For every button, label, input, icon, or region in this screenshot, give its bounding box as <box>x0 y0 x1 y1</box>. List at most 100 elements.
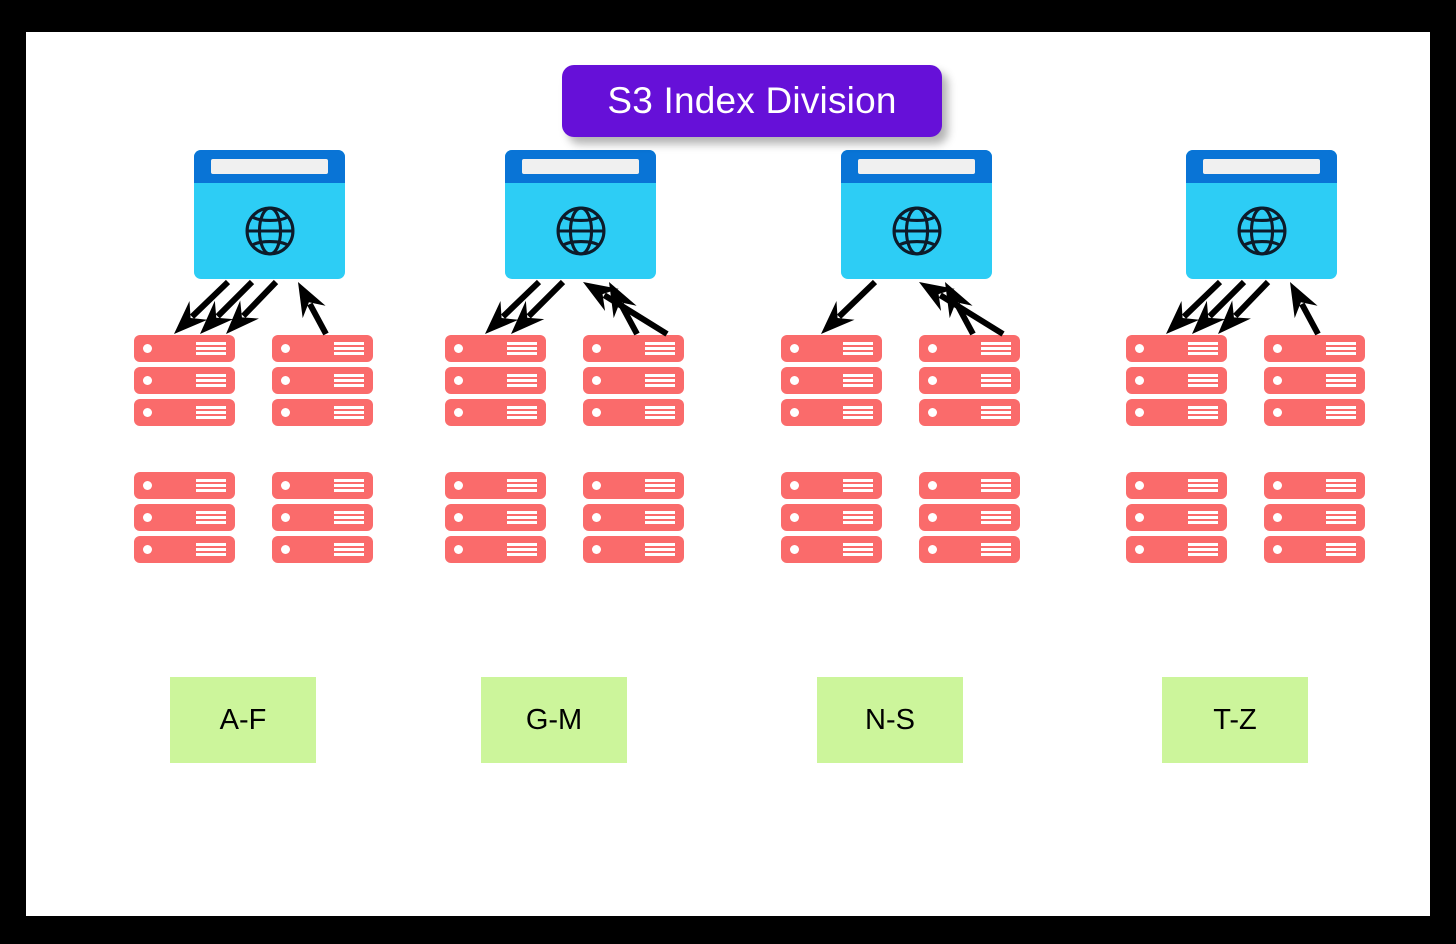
server-icon[interactable] <box>272 367 373 394</box>
browser-globe-icon[interactable] <box>194 150 345 279</box>
server-vents-icon <box>645 543 675 556</box>
server-vents-icon <box>1326 406 1356 419</box>
stack-top-left[interactable] <box>134 335 235 431</box>
stack-bottom-right[interactable] <box>919 472 1020 568</box>
server-icon[interactable] <box>1264 504 1365 531</box>
server-icon[interactable] <box>272 472 373 499</box>
browser-address-bar[interactable] <box>1203 159 1320 174</box>
server-icon[interactable] <box>1126 472 1227 499</box>
globe-icon <box>1237 206 1286 256</box>
server-icon[interactable] <box>1126 367 1227 394</box>
page-title: S3 Index Division <box>607 80 897 121</box>
server-icon[interactable] <box>134 472 235 499</box>
server-icon[interactable] <box>919 335 1020 362</box>
server-status-dot-icon <box>790 376 799 385</box>
range-label-box[interactable]: T-Z <box>1162 677 1308 763</box>
stack-top-right[interactable] <box>272 335 373 431</box>
server-icon[interactable] <box>583 504 684 531</box>
globe-icon <box>892 206 941 256</box>
server-icon[interactable] <box>1126 504 1227 531</box>
server-status-dot-icon <box>928 545 937 554</box>
stack-top-left[interactable] <box>781 335 882 431</box>
server-icon[interactable] <box>781 472 882 499</box>
server-icon[interactable] <box>919 504 1020 531</box>
server-icon[interactable] <box>272 335 373 362</box>
stack-bottom-left[interactable] <box>1126 472 1227 568</box>
server-icon[interactable] <box>445 367 546 394</box>
browser-address-bar[interactable] <box>522 159 639 174</box>
server-vents-icon <box>843 342 873 355</box>
server-icon[interactable] <box>445 504 546 531</box>
server-icon[interactable] <box>583 472 684 499</box>
server-icon[interactable] <box>134 536 235 563</box>
server-icon[interactable] <box>919 472 1020 499</box>
stack-top-right[interactable] <box>583 335 684 431</box>
server-icon[interactable] <box>919 536 1020 563</box>
server-icon[interactable] <box>583 399 684 426</box>
server-icon[interactable] <box>781 335 882 362</box>
server-icon[interactable] <box>272 536 373 563</box>
server-status-dot-icon <box>592 513 601 522</box>
stack-bottom-left[interactable] <box>445 472 546 568</box>
browser-globe-icon[interactable] <box>841 150 992 279</box>
server-icon[interactable] <box>781 504 882 531</box>
server-icon[interactable] <box>134 399 235 426</box>
range-label-box[interactable]: N-S <box>817 677 963 763</box>
server-icon[interactable] <box>583 367 684 394</box>
stack-bottom-right[interactable] <box>583 472 684 568</box>
browser-globe-icon[interactable] <box>505 150 656 279</box>
stack-top-left[interactable] <box>445 335 546 431</box>
server-icon[interactable] <box>1264 472 1365 499</box>
range-label-box[interactable]: A-F <box>170 677 316 763</box>
browser-address-bar[interactable] <box>858 159 975 174</box>
range-label-box[interactable]: G-M <box>481 677 627 763</box>
server-vents-icon <box>981 479 1011 492</box>
server-icon[interactable] <box>919 367 1020 394</box>
server-status-dot-icon <box>928 513 937 522</box>
server-icon[interactable] <box>445 536 546 563</box>
server-icon[interactable] <box>272 504 373 531</box>
server-icon[interactable] <box>1264 536 1365 563</box>
server-icon[interactable] <box>781 536 882 563</box>
browser-globe-icon[interactable] <box>1186 150 1337 279</box>
server-status-dot-icon <box>143 376 152 385</box>
server-icon[interactable] <box>1264 367 1365 394</box>
group-g-m: G-M <box>435 32 775 916</box>
browser-address-bar[interactable] <box>211 159 328 174</box>
server-icon[interactable] <box>445 472 546 499</box>
server-icon[interactable] <box>1126 335 1227 362</box>
server-icon[interactable] <box>272 399 373 426</box>
server-vents-icon <box>507 543 537 556</box>
server-icon[interactable] <box>583 335 684 362</box>
server-icon[interactable] <box>134 367 235 394</box>
server-icon[interactable] <box>583 536 684 563</box>
server-icon[interactable] <box>1126 399 1227 426</box>
server-vents-icon <box>196 511 226 524</box>
server-vents-icon <box>645 479 675 492</box>
server-icon[interactable] <box>1264 335 1365 362</box>
stack-bottom-right[interactable] <box>272 472 373 568</box>
server-status-dot-icon <box>790 545 799 554</box>
stack-top-left[interactable] <box>1126 335 1227 431</box>
stack-bottom-right[interactable] <box>1264 472 1365 568</box>
server-status-dot-icon <box>281 344 290 353</box>
server-icon[interactable] <box>781 399 882 426</box>
stack-top-right[interactable] <box>919 335 1020 431</box>
stack-top-right[interactable] <box>1264 335 1365 431</box>
range-label-text: G-M <box>525 703 583 736</box>
server-icon[interactable] <box>781 367 882 394</box>
server-icon[interactable] <box>445 399 546 426</box>
server-icon[interactable] <box>1264 399 1365 426</box>
browser-titlebar <box>505 150 656 183</box>
server-vents-icon <box>645 511 675 524</box>
server-icon[interactable] <box>134 335 235 362</box>
stack-bottom-left[interactable] <box>781 472 882 568</box>
server-icon[interactable] <box>445 335 546 362</box>
stack-bottom-left[interactable] <box>134 472 235 568</box>
server-status-dot-icon <box>790 344 799 353</box>
server-icon[interactable] <box>1126 536 1227 563</box>
server-icon[interactable] <box>919 399 1020 426</box>
server-status-dot-icon <box>143 344 152 353</box>
server-icon[interactable] <box>134 504 235 531</box>
server-vents-icon <box>645 374 675 387</box>
